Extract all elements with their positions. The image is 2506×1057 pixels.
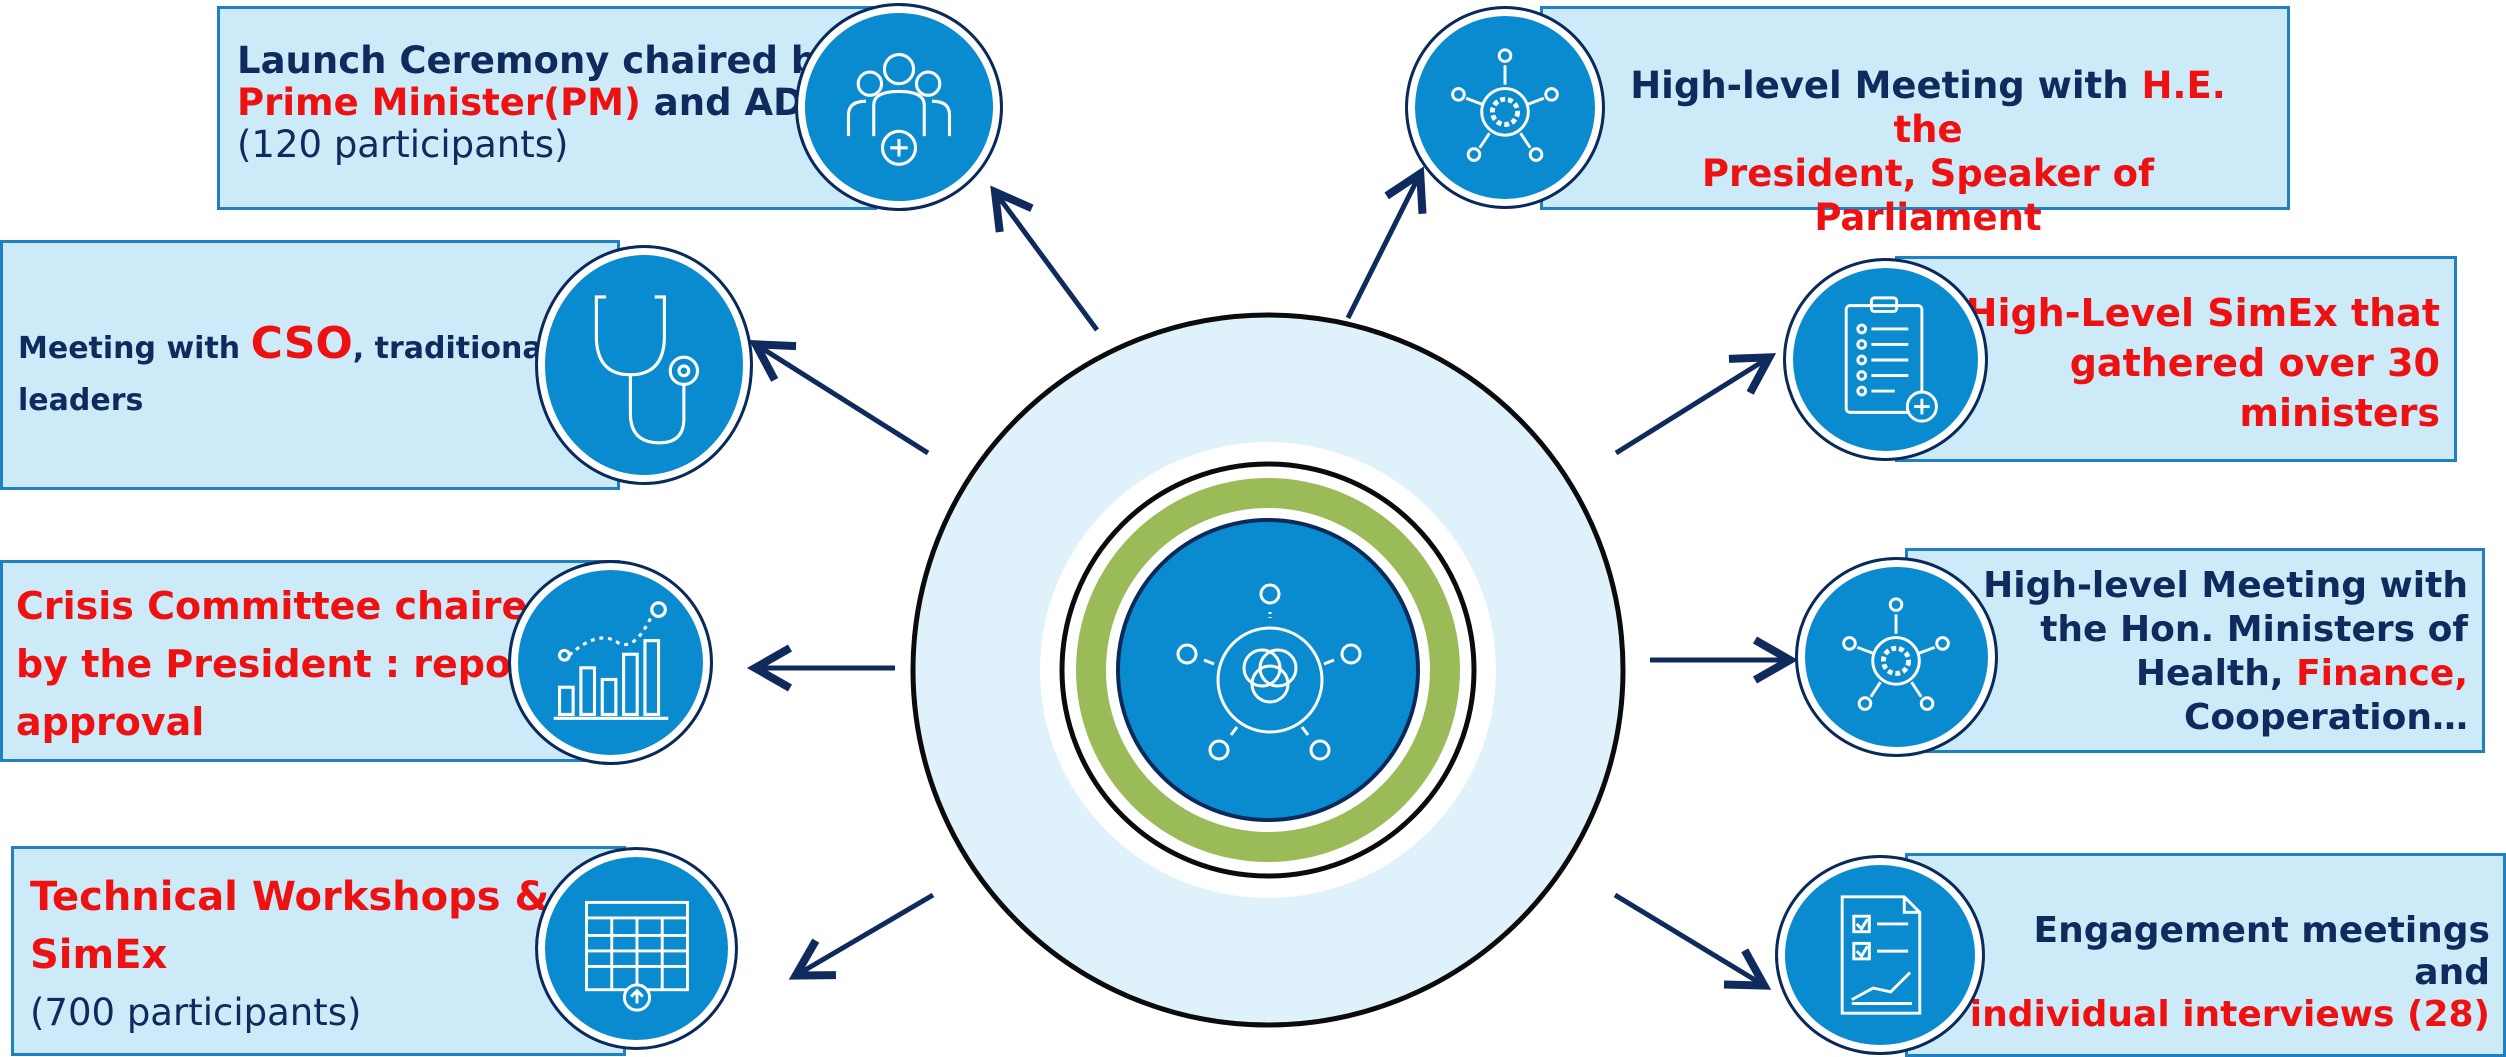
simex-line2: gathered over 30: [2069, 341, 2440, 385]
simex-line3: ministers: [2239, 391, 2440, 435]
president-text: High-level Meeting with H.E. the Preside…: [1598, 64, 2258, 240]
president-line1-red: H.E. the: [1893, 64, 2226, 151]
chart-growth-icon: [553, 601, 669, 720]
people-plus-icon: [846, 53, 952, 166]
workshops-icon-circle: [535, 847, 738, 1050]
engagement-text: Engagement meetings and individual inter…: [1960, 910, 2490, 1036]
crisis-text: Crisis Committee chaired by the Presiden…: [16, 577, 554, 751]
cso-prefix: Meeting with: [18, 331, 251, 366]
arrow-president: [1345, 166, 1427, 320]
launch-line2: Prime Minister(PM) and ADG: [237, 82, 842, 124]
arrow-workshops: [788, 892, 935, 980]
stethoscope-icon: [594, 295, 700, 445]
arrow-engagement: [1613, 892, 1772, 990]
arrow-launch: [990, 185, 1100, 332]
ministers-line4: Cooperation…: [2183, 697, 2468, 738]
engagement-line2: individual interviews (28): [1969, 994, 2490, 1035]
simex-text: High-Level SimEx that gathered over 30 m…: [1960, 288, 2440, 438]
workshops-text: Technical Workshops & SimEx (700 partici…: [30, 868, 549, 1042]
launch-line2-red: Prime Minister(PM): [237, 81, 641, 124]
inner-blue-circle: [1116, 518, 1420, 822]
network-hub-icon: [1451, 48, 1559, 162]
cso-line2: leaders: [18, 383, 144, 418]
workshops-line1: Technical Workshops &: [30, 874, 550, 920]
ministers-line2: the Hon. Ministers of: [2040, 609, 2468, 650]
arrow-simex: [1614, 353, 1777, 456]
engagement-icon-circle: [1775, 855, 1985, 1055]
president-line2: President, Speaker of Parliament: [1701, 152, 2155, 239]
simex-line1: High-Level SimEx that: [1965, 291, 2440, 335]
simex-box: [1895, 256, 2457, 462]
ministers-line3: Health, Finance,: [1960, 652, 2468, 696]
cso-text: Meeting with CSO, traditional leaders: [18, 318, 553, 427]
cso-line1: Meeting with CSO, traditional: [18, 318, 553, 375]
checklist-document-icon: [1840, 895, 1922, 1015]
engagement-box: [1905, 853, 2506, 1057]
crisis-line2: by the President : report: [16, 642, 548, 686]
workshops-line2: SimEx: [30, 932, 168, 978]
arrow-cso: [748, 340, 930, 456]
ministers-icon-circle: [1795, 557, 1998, 757]
ministers-box: [1905, 548, 2485, 753]
launch-ceremony-text: Launch Ceremony chaired by Prime Ministe…: [237, 40, 842, 166]
cso-icon-circle: [535, 245, 753, 485]
launch-ceremony-box: [217, 6, 877, 210]
clipboard-plus-icon: [1844, 296, 1938, 423]
president-box: [1540, 6, 2290, 210]
launch-icon-circle: [795, 3, 1003, 211]
ministers-line3-red: Finance,: [2296, 653, 2468, 694]
table-window-icon: [585, 900, 689, 1012]
crisis-line1: Crisis Committee chaired: [16, 584, 555, 628]
president-icon-circle: [1405, 6, 1605, 209]
workshops-box: [11, 846, 626, 1056]
workshops-line3: (700 participants): [30, 991, 362, 1034]
interlinked-hub-icon: [1176, 583, 1362, 761]
crisis-icon-circle: [508, 560, 713, 765]
ministers-line1: High-level Meeting with: [1983, 565, 2468, 606]
cso-red: CSO: [250, 318, 353, 369]
president-line1: High-level Meeting with H.E. the: [1598, 64, 2258, 152]
crisis-line3: approval: [16, 700, 205, 744]
ministers-line3-dark: Health,: [2135, 653, 2297, 694]
cso-box: [0, 240, 620, 490]
engagement-line1: Engagement meetings and: [2033, 910, 2491, 993]
simex-icon-circle: [1783, 258, 1988, 461]
network-hub-icon: [1842, 597, 1950, 711]
president-line1-dark: High-level Meeting with: [1630, 64, 2142, 107]
launch-line3: (120 participants): [237, 123, 569, 166]
cso-suffix: , traditional: [352, 331, 553, 366]
ministers-text: High-level Meeting with the Hon. Ministe…: [1960, 564, 2468, 740]
launch-line1: Launch Ceremony chaired by: [237, 39, 842, 82]
